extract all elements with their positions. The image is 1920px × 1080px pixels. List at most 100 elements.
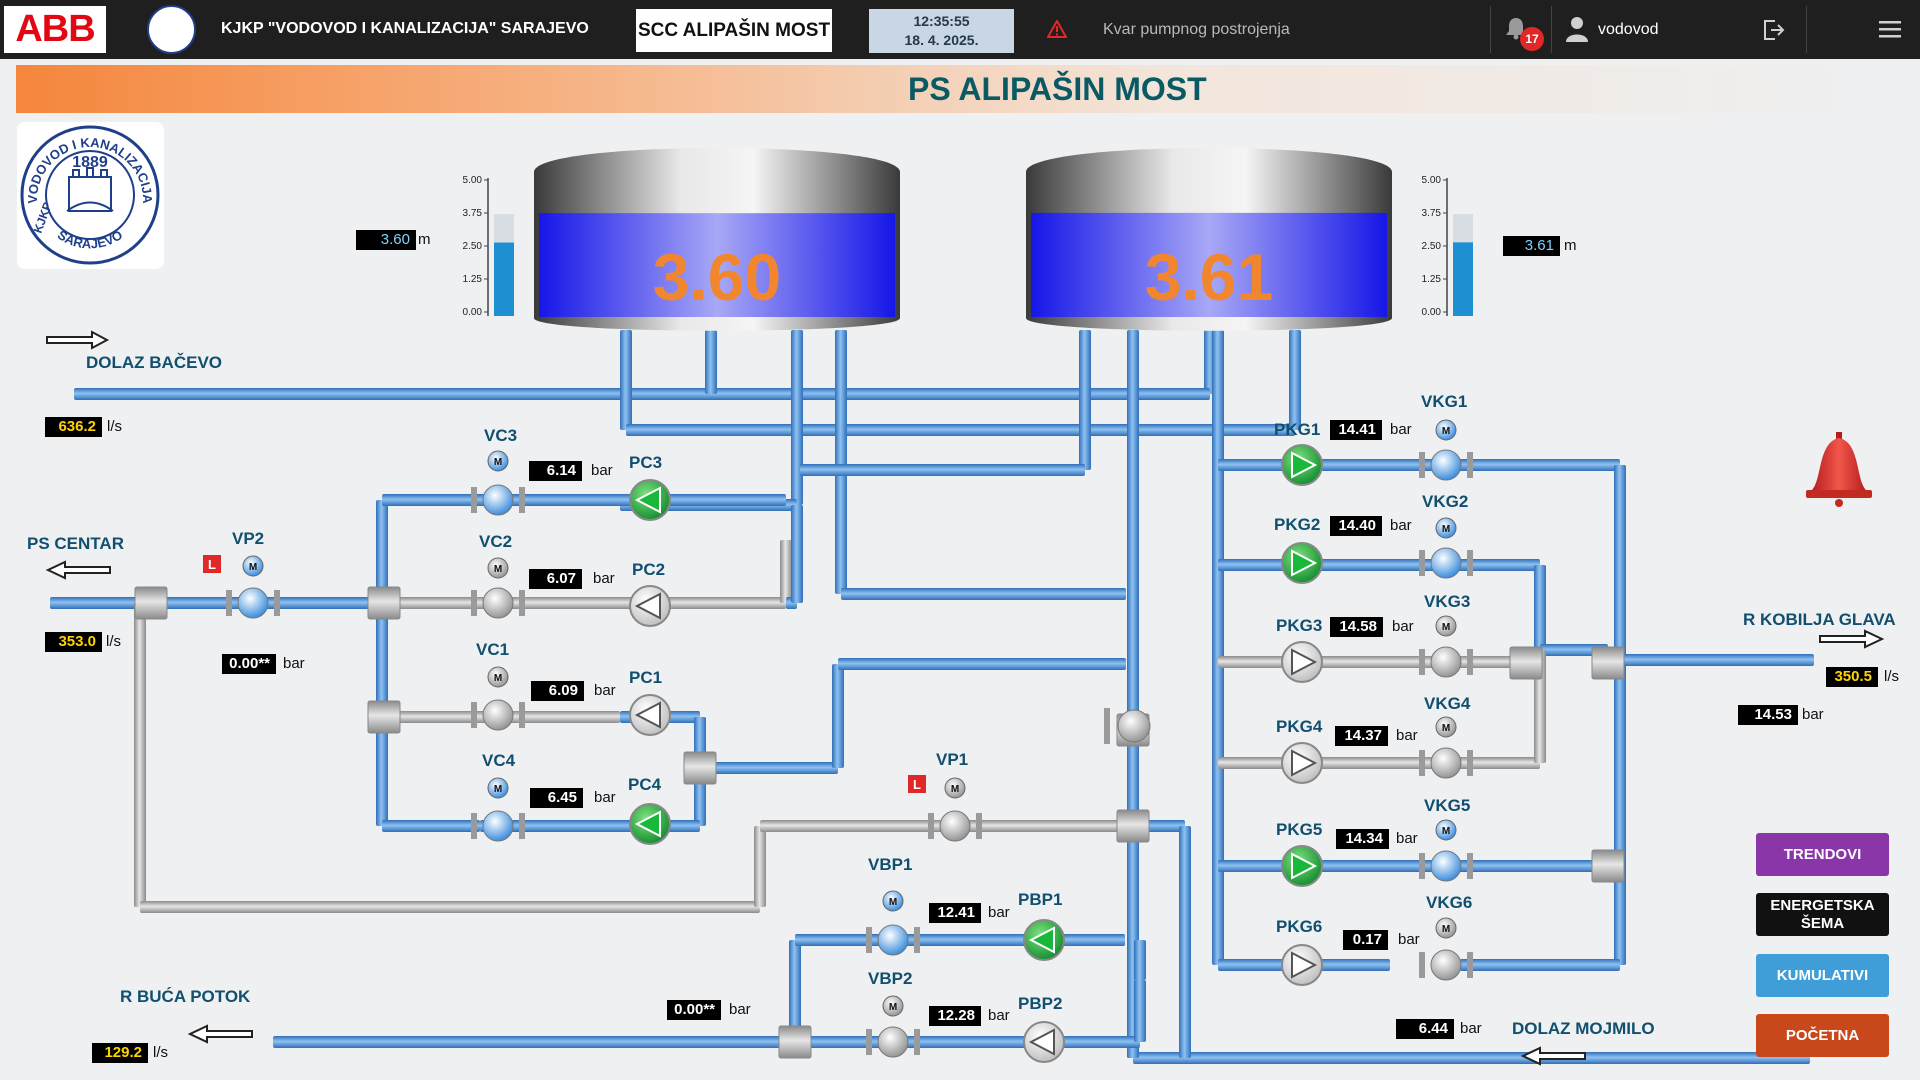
pc1-pump[interactable] xyxy=(629,694,671,736)
pipe-segment xyxy=(1179,826,1191,1058)
pkg3-pump[interactable] xyxy=(1281,641,1323,683)
vbp2-valve[interactable] xyxy=(866,1026,920,1058)
valve-flange xyxy=(519,702,525,728)
valve-flange xyxy=(1419,649,1425,675)
utility-seal-icon xyxy=(147,5,196,54)
pbp2-pump[interactable] xyxy=(1023,1021,1065,1063)
motor-circle xyxy=(1435,917,1457,939)
vkg5-valve[interactable] xyxy=(1419,850,1473,882)
pipe-segment xyxy=(1289,330,1301,430)
vkg2-valve[interactable] xyxy=(1419,547,1473,579)
vkg1-valve[interactable] xyxy=(1419,449,1473,481)
pkg4-pump[interactable] xyxy=(1281,742,1323,784)
gauge-tick-label: 2.50 xyxy=(463,241,483,252)
vp2-valve[interactable] xyxy=(226,587,280,619)
motor-label: M xyxy=(951,784,959,795)
energy-scheme-button[interactable]: ENERGETSKA ŠEMA xyxy=(1756,893,1889,936)
pkg1-pressure: 14.41 xyxy=(1330,420,1382,440)
motor-circle xyxy=(487,777,509,799)
pkg3-label: PKG3 xyxy=(1276,616,1323,635)
pkg4-label: PKG4 xyxy=(1276,717,1323,736)
pkg5-pump[interactable] xyxy=(1281,845,1323,887)
pkg1-pump[interactable] xyxy=(1281,444,1323,486)
cumulatives-button[interactable]: KUMULATIVI xyxy=(1756,954,1889,997)
pipe-segment xyxy=(382,597,786,609)
valve-body xyxy=(482,699,514,731)
pressure-unit: bar xyxy=(593,570,615,587)
pipe-segment xyxy=(134,603,146,907)
pbp1-pump[interactable] xyxy=(1023,919,1065,961)
pc4-pump[interactable] xyxy=(629,803,671,845)
valve-flange xyxy=(866,1029,872,1055)
motor-indicator: M xyxy=(944,777,966,799)
motor-indicator: M xyxy=(487,557,509,579)
motor-label: M xyxy=(494,673,502,684)
username[interactable]: vodovod xyxy=(1598,21,1659,38)
pipe-segment xyxy=(700,762,838,774)
vkg6-valve[interactable] xyxy=(1419,949,1473,981)
date: 18. 4. 2025. xyxy=(904,32,979,48)
trends-button[interactable]: TRENDOVI xyxy=(1756,833,1889,876)
pipe-segment xyxy=(1079,330,1091,470)
vc2-valve[interactable] xyxy=(471,587,525,619)
pipe-tee xyxy=(1591,646,1625,680)
notification-count-badge[interactable]: 17 xyxy=(1520,27,1544,51)
valve-flange xyxy=(1467,853,1473,879)
warning-icon[interactable] xyxy=(1047,20,1067,38)
divider xyxy=(1806,6,1807,53)
pipe-segment xyxy=(273,1036,1140,1048)
pipe-segment xyxy=(838,658,1126,670)
pipe-segment xyxy=(1134,940,1146,980)
pressure-unit: bar xyxy=(594,789,616,806)
active-alarm-message[interactable]: Kvar pumpnog postrojenja xyxy=(1103,21,1290,38)
valve-flange xyxy=(866,927,872,953)
motor-indicator: M xyxy=(1435,517,1457,539)
vkg3-valve[interactable] xyxy=(1419,646,1473,678)
pkg6-pressure: 0.17 xyxy=(1343,930,1388,950)
motor-label: M xyxy=(1442,524,1450,535)
vbp1-valve[interactable] xyxy=(866,924,920,956)
local-mode-letter: L xyxy=(208,557,216,572)
gauge-tick-label: 2.50 xyxy=(1422,241,1442,252)
flow-unit: l/s xyxy=(106,633,121,650)
pkg2-pump[interactable] xyxy=(1281,542,1323,584)
motor-label: M xyxy=(1442,826,1450,837)
motor-circle xyxy=(944,777,966,799)
motor-indicator: M xyxy=(1435,716,1457,738)
hamburger-menu-icon[interactable] xyxy=(1879,19,1901,39)
pc3-pump[interactable] xyxy=(629,479,671,521)
pc2-pump[interactable] xyxy=(629,585,671,627)
pipe-segment xyxy=(376,500,388,826)
pkg6-pump[interactable] xyxy=(1281,944,1323,986)
pressure-unit: bar xyxy=(283,655,305,672)
vp1-valve[interactable] xyxy=(928,810,982,842)
station-selector[interactable]: SCC ALIPAŠIN MOST xyxy=(636,9,832,52)
notification-bell-icon[interactable] xyxy=(1503,15,1529,41)
logout-icon[interactable] xyxy=(1762,18,1786,42)
pc2-pressure: 6.07 xyxy=(529,569,582,589)
home-button[interactable]: POČETNA xyxy=(1756,1014,1889,1057)
pump-arrow xyxy=(1291,648,1318,676)
valve-body xyxy=(877,924,909,956)
pipe-tee xyxy=(1116,809,1150,843)
alarm-bell-icon[interactable] xyxy=(1806,432,1872,507)
pc4-label: PC4 xyxy=(628,775,662,794)
pressure-unit: bar xyxy=(1802,706,1824,723)
pbp1-pressure: 12.41 xyxy=(929,903,981,923)
pipe-segment xyxy=(1212,330,1224,965)
page-title-bar: PS ALIPAŠIN MOST xyxy=(16,65,1920,113)
vkg4-valve[interactable] xyxy=(1419,747,1473,779)
vc2-label: VC2 xyxy=(479,532,513,551)
vc1-valve[interactable] xyxy=(471,699,525,731)
pipe-tee xyxy=(367,700,401,734)
vc3-valve[interactable] xyxy=(471,484,525,516)
tank-level-text: 3.60 xyxy=(653,240,781,314)
vkg1-label: VKG1 xyxy=(1421,392,1468,411)
vc4-valve[interactable] xyxy=(471,810,525,842)
company-logo: VODOVOD I KANALIZACIJA SARAJEVO KJKP 188… xyxy=(17,122,164,269)
valve-flange xyxy=(471,590,477,616)
motor-label: M xyxy=(889,897,897,908)
gauge-tick-label: 1.25 xyxy=(1422,274,1442,285)
